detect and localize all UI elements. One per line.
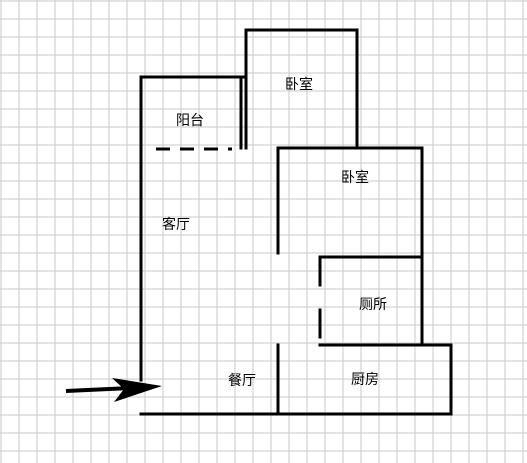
walls bbox=[139, 28, 453, 416]
room-label-toilet: 厕所 bbox=[359, 297, 387, 313]
room-label-bedroom-middle: 卧室 bbox=[341, 169, 369, 186]
wall-left-outer bbox=[139, 75, 248, 382]
wall-toilet bbox=[318, 255, 424, 347]
room-label-kitchen: 厨房 bbox=[351, 372, 379, 388]
wall-bedroom-middle-top bbox=[276, 146, 424, 259]
room-label-living-room: 客厅 bbox=[162, 216, 190, 233]
room-label-dining-room: 餐厅 bbox=[228, 373, 256, 389]
entrance-arrow-group bbox=[65, 378, 162, 402]
entrance-arrow-shaft bbox=[65, 386, 131, 393]
arrow-right-icon bbox=[112, 378, 162, 402]
room-label-balcony: 阳台 bbox=[176, 113, 204, 129]
wall-kitchen bbox=[318, 343, 453, 416]
room-labels: 卧室 阳台 卧室 客厅 厕所 餐厅 厨房 bbox=[162, 76, 387, 389]
room-label-bedroom-top: 卧室 bbox=[285, 76, 313, 93]
